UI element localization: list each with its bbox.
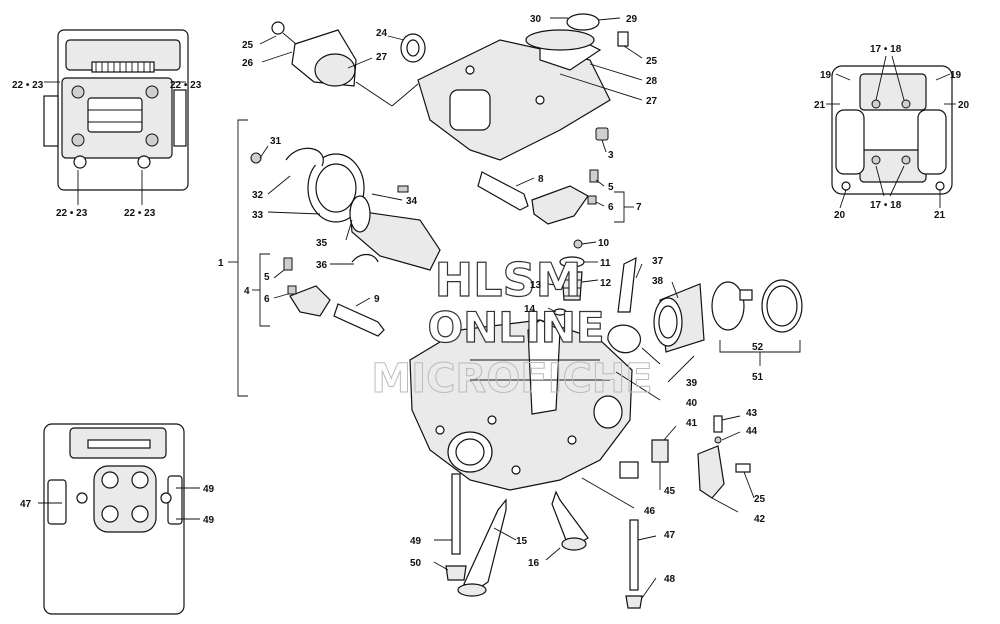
callout-19-b: 19 [950,70,962,81]
callout-9: 9 [374,294,380,305]
callout-11: 11 [600,258,611,269]
callout-4: 4 [244,286,250,297]
intake-boot [653,279,803,366]
callout-49-a: 49 [203,484,215,495]
callout-20-b: 20 [834,210,846,221]
callout-10: 10 [598,238,610,249]
callout-8: 8 [538,174,544,185]
callout-22-23-d: 22 • 23 [124,208,156,219]
callout-7: 7 [636,202,642,213]
callout-1: 1 [218,258,224,269]
callout-labels: 22 • 23 22 • 23 22 • 23 22 • 23 47 49 49… [12,14,970,585]
callout-6-b: 6 [608,202,614,213]
callout-39: 39 [686,378,698,389]
callout-44: 44 [746,426,758,437]
camshaft-group [228,119,441,397]
callout-19-a: 19 [820,70,832,81]
callout-5-b: 5 [608,182,614,193]
callout-3: 3 [608,150,614,161]
callout-40: 40 [686,398,698,409]
callout-36: 36 [316,260,328,271]
callout-42: 42 [754,514,766,525]
callout-27-b: 27 [646,96,658,107]
callout-47-a: 47 [20,499,32,510]
callout-14: 14 [524,304,536,315]
callout-34: 34 [406,196,418,207]
watermark-line2: ONLINE [427,303,604,352]
head-bottom-view [38,423,200,615]
callout-27-a: 27 [376,52,388,63]
callout-49-c: 49 [410,536,422,547]
callout-25-b: 25 [646,56,658,67]
valve-spring-stack [547,239,599,316]
callout-38: 38 [652,276,664,287]
callout-46: 46 [644,506,656,517]
callout-45: 45 [664,486,676,497]
callout-20-a: 20 [958,100,970,111]
callout-33: 33 [252,210,264,221]
watermark: MICROFICHE ONLINE HLSM [371,252,653,402]
rocker-group [477,169,634,225]
watermark-line3: MICROFICHE [371,356,652,402]
head-top-view-left [43,29,189,205]
callout-16: 16 [528,558,540,569]
thermostat-housing [619,415,755,513]
callout-41: 41 [686,418,698,429]
callout-48: 48 [664,574,676,585]
callout-21-b: 21 [934,210,946,221]
callout-30: 30 [530,14,542,25]
callout-31: 31 [270,136,282,147]
callout-43: 43 [746,408,758,419]
cylinder-head [409,256,695,509]
callout-22-23-b: 22 • 23 [170,80,202,91]
callout-25-c: 25 [754,494,766,505]
callout-32: 32 [252,190,264,201]
valves-studs [433,473,657,609]
callout-47-b: 47 [664,530,676,541]
callout-12: 12 [600,278,612,289]
head-top-view-right [826,55,956,209]
callout-13: 13 [530,280,542,291]
callout-17-18-b: 17 • 18 [870,200,902,211]
callout-52: 52 [752,342,764,353]
callout-17-18-a: 17 • 18 [870,44,902,55]
callout-25-a: 25 [242,40,254,51]
callout-21-a: 21 [814,100,826,111]
callout-28: 28 [646,76,658,87]
callout-51: 51 [752,372,764,383]
callout-37: 37 [652,256,664,267]
callout-26: 26 [242,58,254,69]
callout-15: 15 [516,536,528,547]
callout-22-23-c: 22 • 23 [56,208,88,219]
callout-22-23-a: 22 • 23 [12,80,44,91]
callout-35: 35 [316,238,328,249]
watermark-line1: HLSM [435,253,582,307]
callout-24: 24 [376,28,388,39]
callout-49-b: 49 [203,515,215,526]
callout-6-a: 6 [264,294,270,305]
callout-29: 29 [626,14,638,25]
valve-cover-assembly [259,13,643,161]
callout-5-a: 5 [264,272,270,283]
callout-50: 50 [410,558,422,569]
